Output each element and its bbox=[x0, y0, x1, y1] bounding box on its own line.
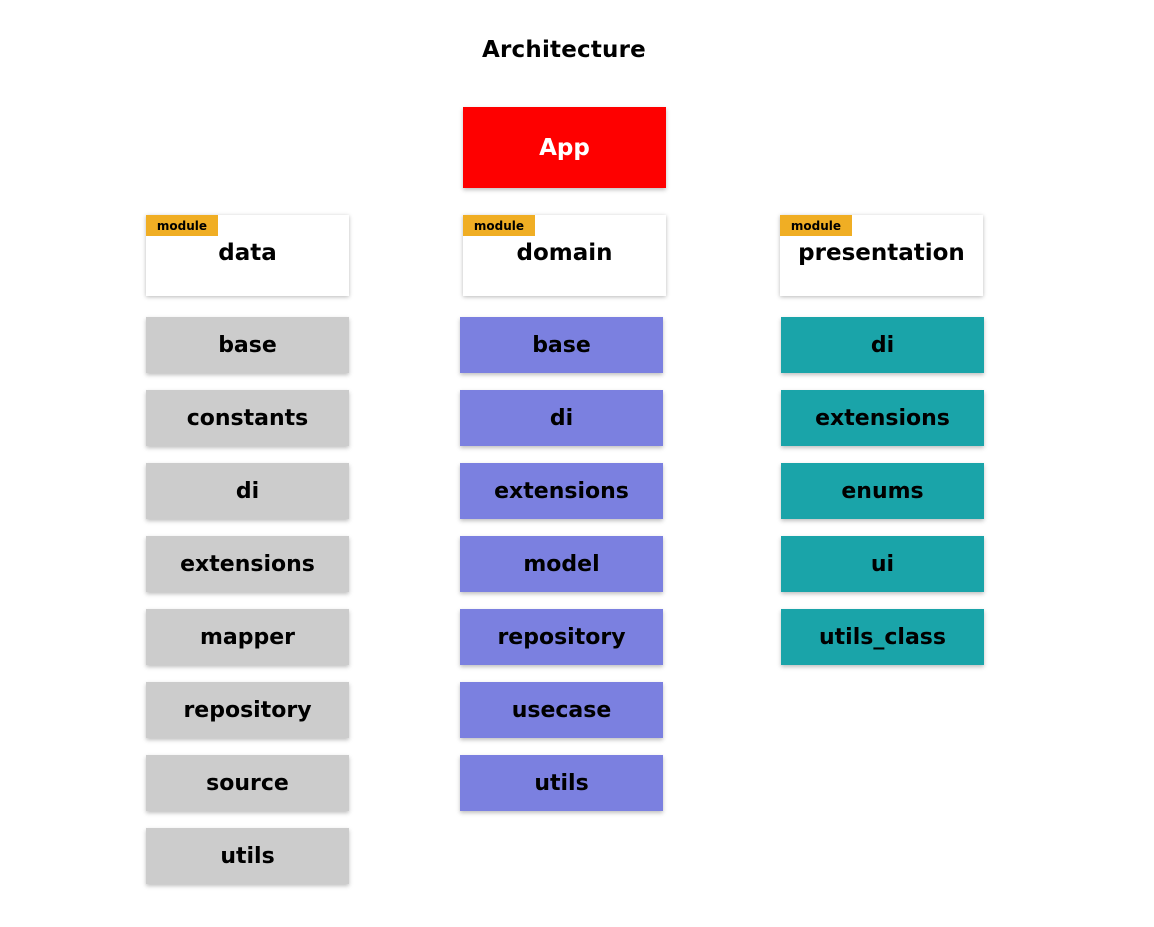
package-box-presentation: ui bbox=[781, 536, 984, 592]
module-name-presentation: presentation bbox=[798, 240, 965, 266]
package-box-domain: model bbox=[460, 536, 663, 592]
package-box-presentation: di bbox=[781, 317, 984, 373]
module-name-data: data bbox=[218, 240, 277, 266]
package-box-data: repository bbox=[146, 682, 349, 738]
module-tag: module bbox=[463, 215, 535, 236]
module-tag: module bbox=[780, 215, 852, 236]
package-box-domain: extensions bbox=[460, 463, 663, 519]
module-card-domain: module domain bbox=[463, 215, 666, 296]
package-box-presentation: extensions bbox=[781, 390, 984, 446]
package-box-presentation: enums bbox=[781, 463, 984, 519]
module-name-domain: domain bbox=[516, 240, 613, 266]
package-box-presentation: utils_class bbox=[781, 609, 984, 665]
app-box: App bbox=[463, 107, 666, 188]
package-box-data: base bbox=[146, 317, 349, 373]
package-box-data: extensions bbox=[146, 536, 349, 592]
package-box-data: utils bbox=[146, 828, 349, 884]
package-box-data: constants bbox=[146, 390, 349, 446]
package-box-domain: di bbox=[460, 390, 663, 446]
module-card-presentation: module presentation bbox=[780, 215, 983, 296]
module-card-data: module data bbox=[146, 215, 349, 296]
diagram-title: Architecture bbox=[482, 37, 646, 63]
package-box-data: mapper bbox=[146, 609, 349, 665]
package-box-domain: repository bbox=[460, 609, 663, 665]
package-box-domain: usecase bbox=[460, 682, 663, 738]
module-tag: module bbox=[146, 215, 218, 236]
package-box-data: source bbox=[146, 755, 349, 811]
package-box-domain: utils bbox=[460, 755, 663, 811]
package-box-domain: base bbox=[460, 317, 663, 373]
package-box-data: di bbox=[146, 463, 349, 519]
